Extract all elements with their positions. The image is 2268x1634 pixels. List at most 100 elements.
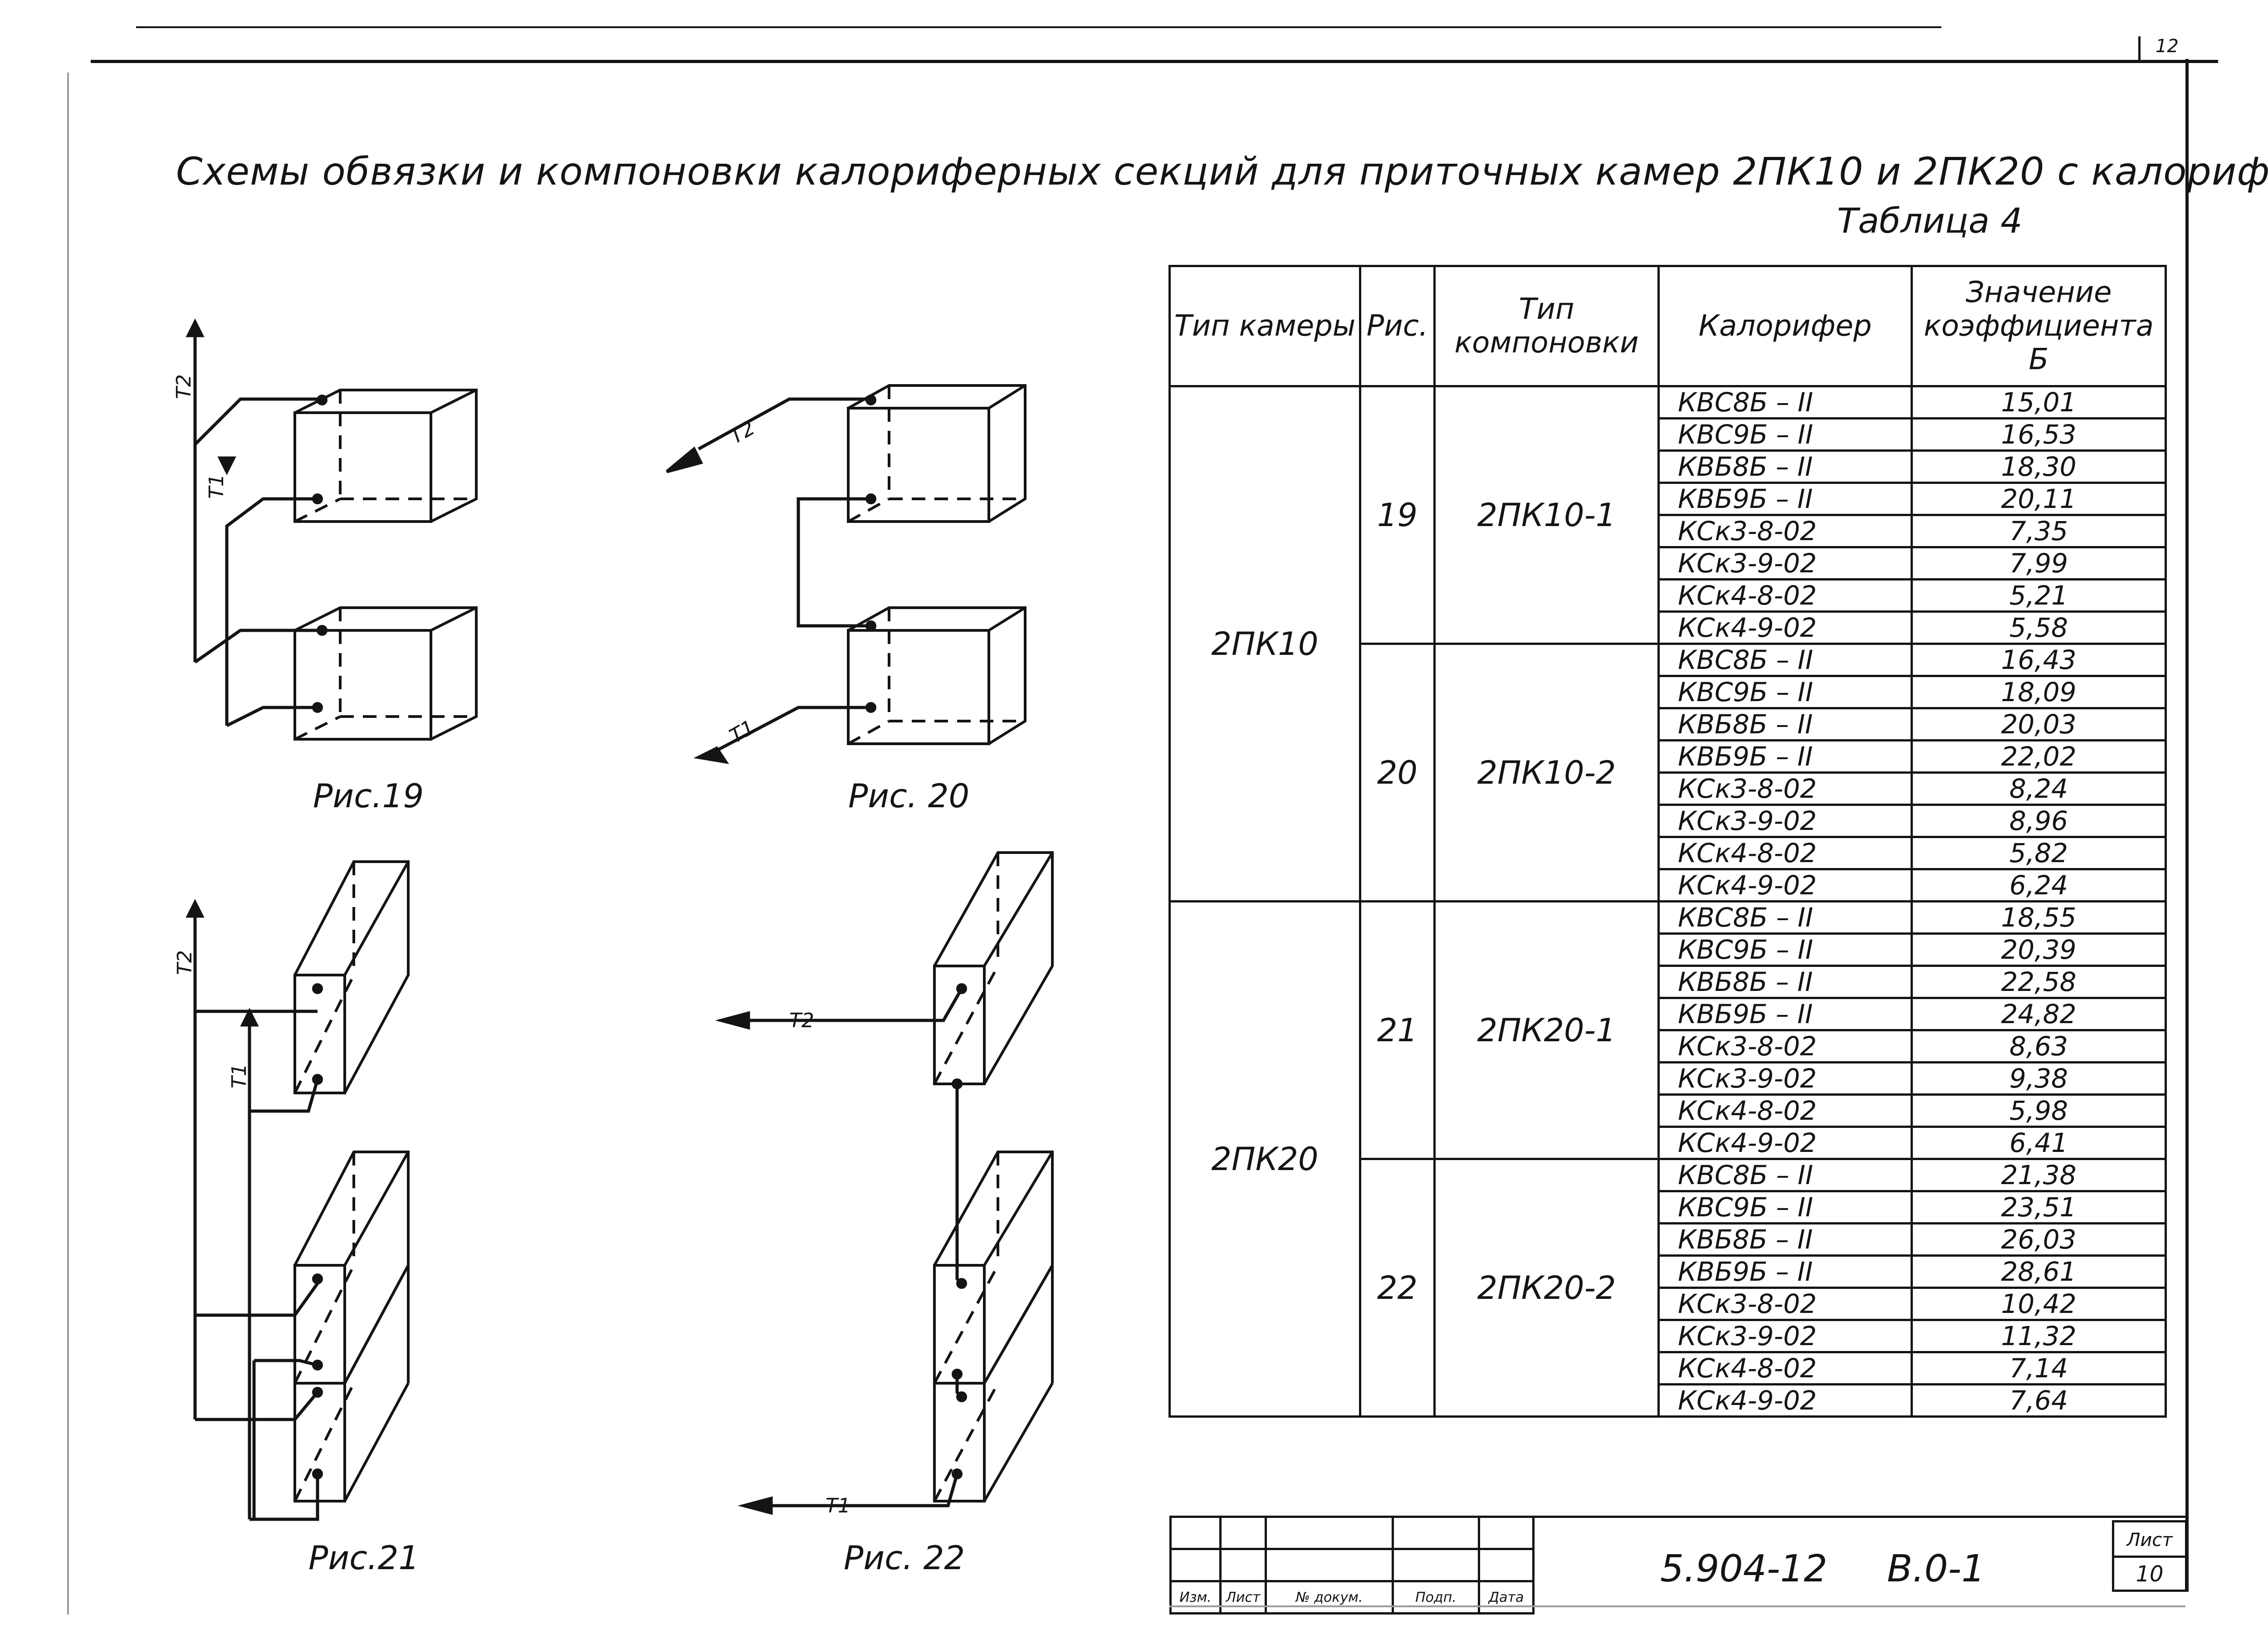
- fig22-label-t1: Т1: [826, 1494, 850, 1517]
- fig19-label-t2: Т2: [172, 374, 196, 399]
- fig22-pipes: [715, 988, 963, 1515]
- coefficient-cell: 21,38: [1911, 1158, 2167, 1192]
- figure-number-cell: 19: [1359, 385, 1436, 645]
- coefficient-cell: 5,82: [1911, 836, 2167, 870]
- table-caption: Таблица 4: [1837, 200, 2023, 241]
- heater-cell: КВС8Б – II: [1657, 385, 1913, 419]
- coefficient-cell: 24,82: [1911, 997, 2167, 1031]
- fig20-pipes: [665, 397, 871, 764]
- coefficient-cell: 18,30: [1911, 449, 2167, 484]
- fig22-upper-box: [933, 851, 1054, 1085]
- frame-top-line: [91, 60, 2218, 63]
- heater-cell: КСк4-9-02: [1657, 610, 1913, 645]
- title-block-col-date: Дата: [1478, 1580, 1535, 1614]
- heater-cell: КВС8Б – II: [1657, 900, 1913, 935]
- sheet-number: 10: [2136, 1561, 2164, 1587]
- title-block-col-doc-no: № докум.: [1265, 1580, 1394, 1614]
- header-coefficient: Значение коэффициента Б: [1911, 265, 2167, 387]
- fig19-pipes: [186, 318, 322, 727]
- title-block-bottom-line: [1169, 1605, 2185, 1607]
- heater-cell: КВС9Б – II: [1657, 932, 1913, 967]
- fig21-upper-box: [293, 860, 410, 1094]
- title-block-row-2: [1169, 1548, 1535, 1582]
- header-camera-type: Тип камеры: [1168, 265, 1361, 387]
- coefficient-cell: 20,39: [1911, 932, 2167, 967]
- coefficient-cell: 5,98: [1911, 1093, 2167, 1128]
- document-number: 5.904-12: [1660, 1547, 1828, 1590]
- coefficient-cell: 7,99: [1911, 546, 2167, 580]
- coefficient-cell: 6,24: [1911, 868, 2167, 902]
- layout-type-cell: 2ПК10-1: [1433, 385, 1660, 645]
- page-title: Схемы обвязки и компоновки калориферных …: [176, 149, 2268, 194]
- figure-20-caption: Рис. 20: [848, 777, 970, 815]
- heater-cell: КСк3-8-02: [1657, 771, 1913, 806]
- layout-type-cell: 2ПК10-2: [1433, 643, 1660, 902]
- coefficient-cell: 5,58: [1911, 610, 2167, 645]
- header-heater: Калорифер: [1657, 265, 1913, 387]
- heater-cell: КСк3-9-02: [1657, 1319, 1913, 1353]
- heater-cell: КСк4-9-02: [1657, 1383, 1913, 1418]
- coefficient-cell: 10,42: [1911, 1287, 2167, 1321]
- fig19-lower-box: [293, 606, 478, 741]
- frame-right-tick: [2138, 36, 2141, 62]
- figure-22-caption: Рис. 22: [844, 1539, 965, 1577]
- coefficient-cell: 20,11: [1911, 482, 2167, 516]
- fig20-upper-box: [847, 384, 1026, 523]
- fig22-lower-box-2: [933, 1264, 1054, 1502]
- fig21-label-t2: Т2: [173, 950, 196, 975]
- camera-type-cell: 2ПК10: [1168, 385, 1361, 902]
- table-header-row: Тип камеры Рис. Тип компоновки Калорифер…: [1168, 265, 2167, 387]
- title-block-top-line: [1533, 1516, 2186, 1518]
- coefficient-cell: 15,01: [1911, 385, 2167, 419]
- fig19-label-t1: Т1: [205, 474, 228, 499]
- coefficient-cell: 16,43: [1911, 643, 2167, 677]
- heater-cell: КСк3-8-02: [1657, 1029, 1913, 1063]
- heater-cell: КСк3-9-02: [1657, 804, 1913, 838]
- coefficient-cell: 22,58: [1911, 965, 2167, 999]
- coefficient-cell: 28,61: [1911, 1254, 2167, 1289]
- heater-cell: КСк4-8-02: [1657, 1351, 1913, 1385]
- coefficient-table: Тип камеры Рис. Тип компоновки Калорифер…: [1168, 265, 2167, 1418]
- heater-cell: КВС9Б – II: [1657, 675, 1913, 709]
- heater-cell: КСк4-8-02: [1657, 836, 1913, 870]
- coefficient-cell: 5,21: [1911, 578, 2167, 613]
- coefficient-cell: 7,64: [1911, 1383, 2167, 1418]
- heater-cell: КСк3-8-02: [1657, 1287, 1913, 1321]
- heater-cell: КВБ9Б – II: [1657, 1254, 1913, 1289]
- heater-cell: КСк3-9-02: [1657, 546, 1913, 580]
- coefficient-cell: 7,14: [1911, 1351, 2167, 1385]
- heater-cell: КВБ9Б – II: [1657, 739, 1913, 774]
- heater-cell: КСк4-9-02: [1657, 868, 1913, 902]
- coefficient-cell: 9,38: [1911, 1061, 2167, 1096]
- heater-cell: КСк3-9-02: [1657, 1061, 1913, 1096]
- fig22-label-t2: Т2: [789, 1009, 814, 1032]
- fig21-pipes: [186, 899, 319, 1521]
- coefficient-cell: 7,35: [1911, 514, 2167, 548]
- coefficient-cell: 8,96: [1911, 804, 2167, 838]
- heater-cell: КВБ8Б – II: [1657, 707, 1913, 741]
